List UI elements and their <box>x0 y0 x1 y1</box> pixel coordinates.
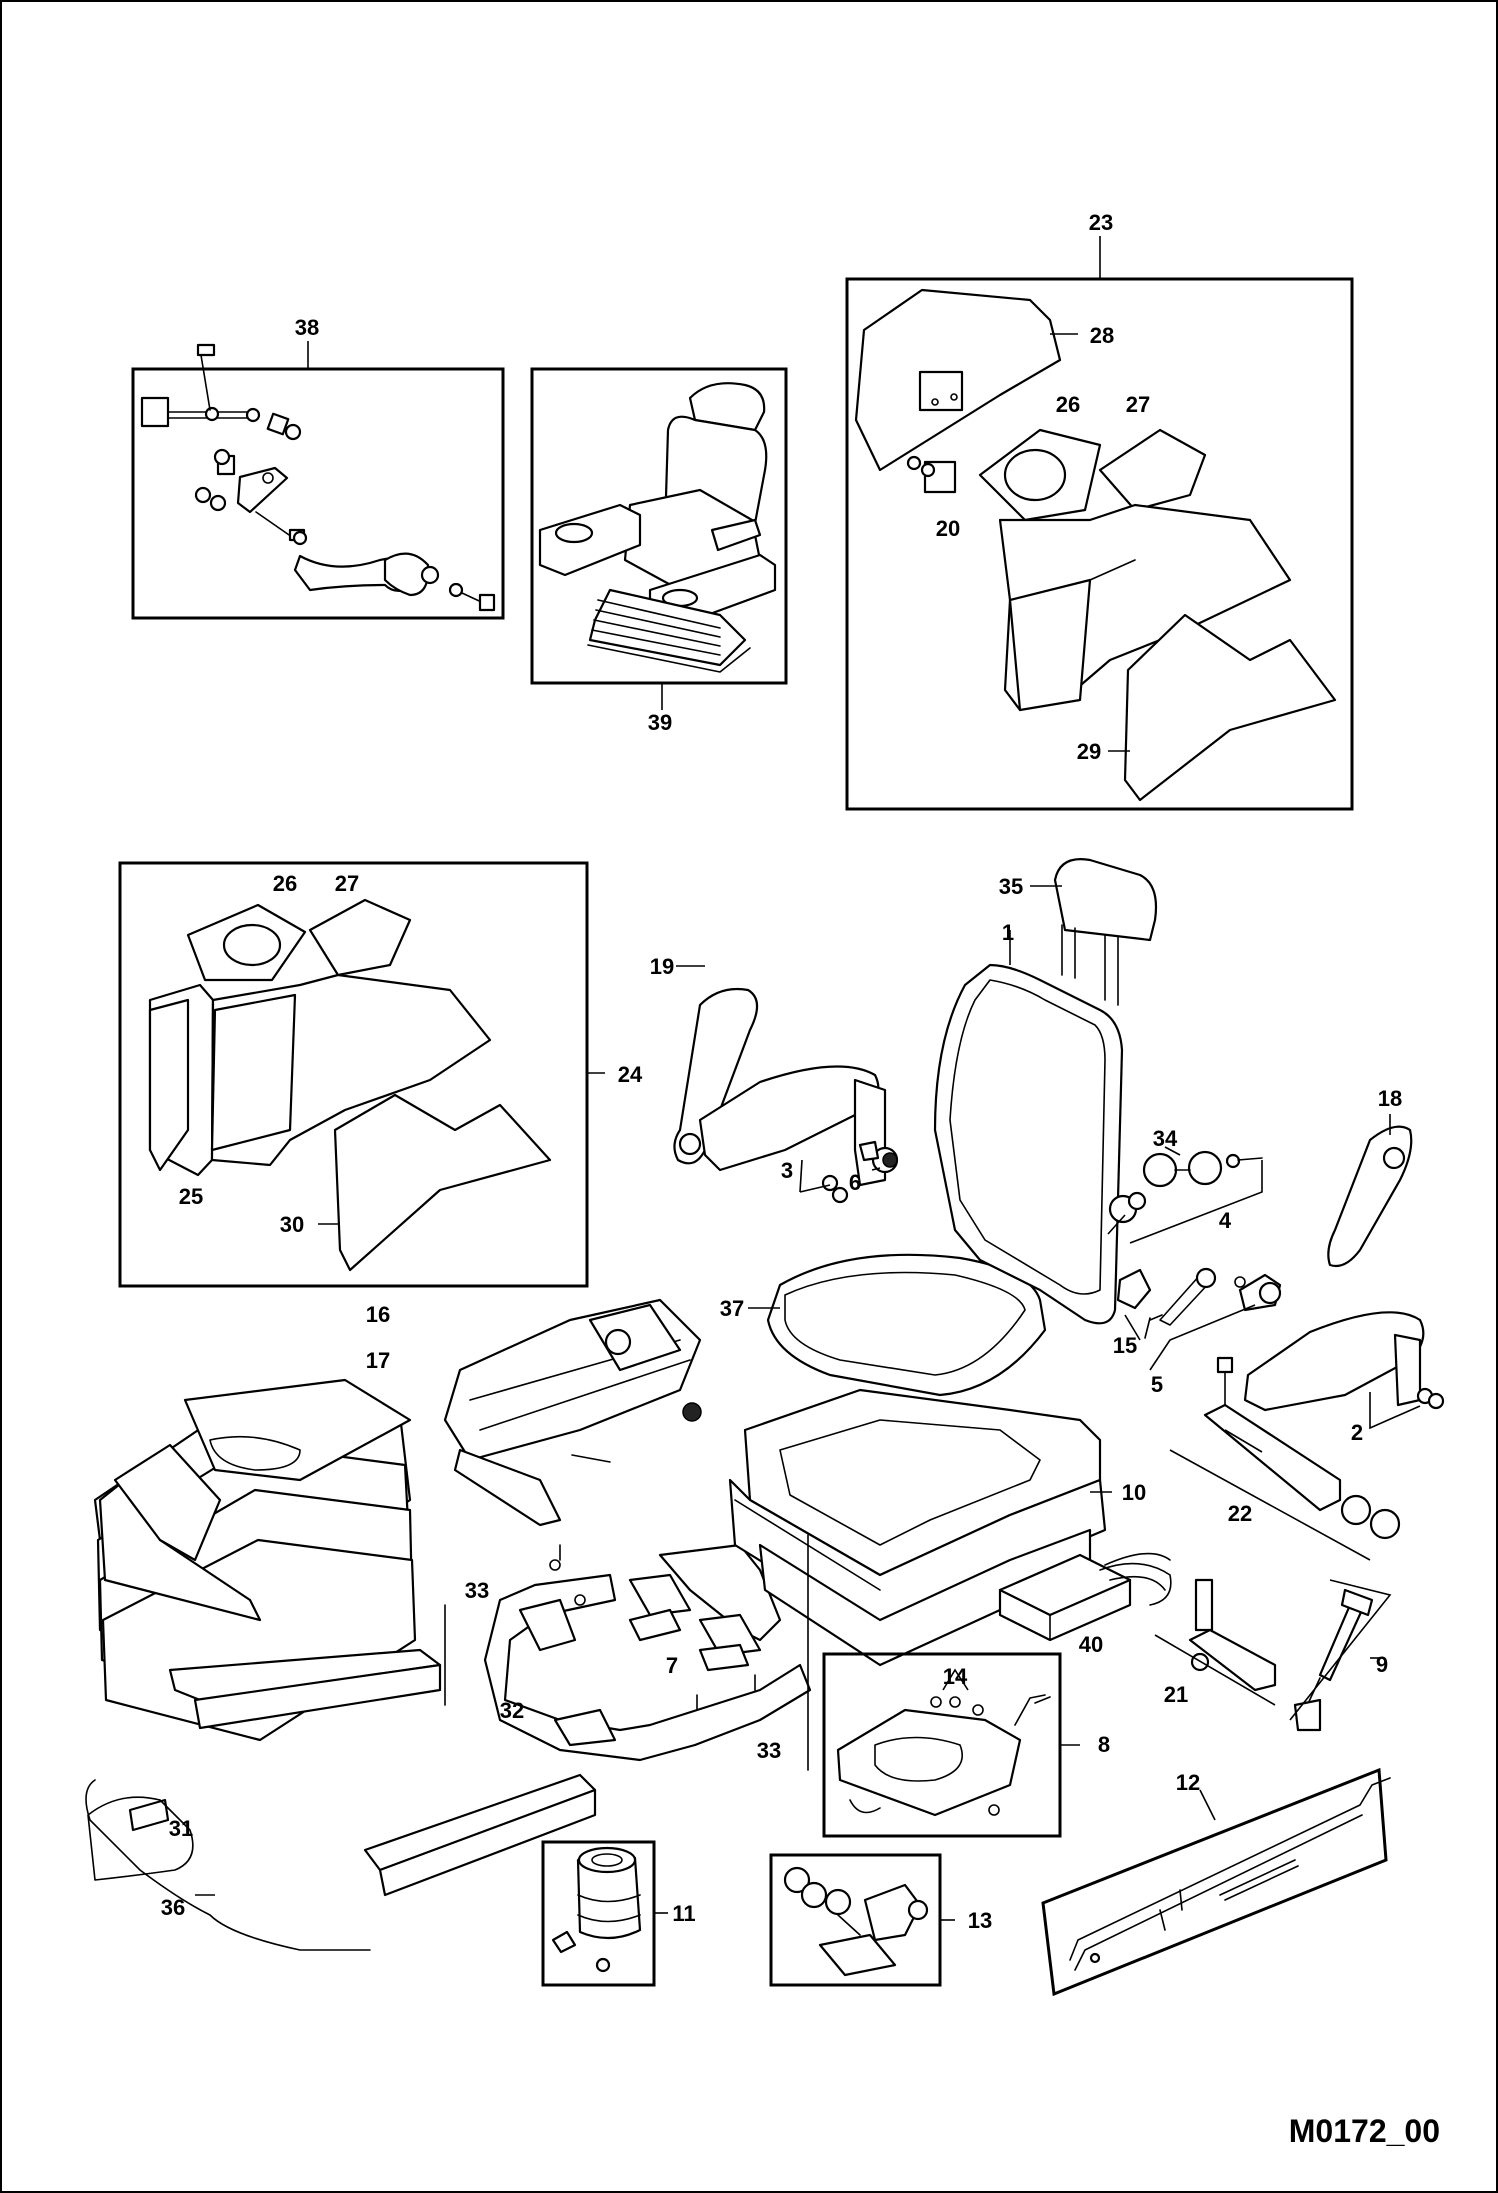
part-25-side-panel <box>148 998 190 1172</box>
callout-35: 35 <box>999 874 1023 899</box>
callout-21: 21 <box>1164 1682 1188 1707</box>
part-22-shaft <box>1169 1356 1401 1561</box>
callout-29: 29 <box>1077 739 1101 764</box>
part-32-33-seat-bracket <box>483 1544 812 1762</box>
box-cable-rod <box>1041 1767 1391 1997</box>
slide-rails <box>85 1604 597 1951</box>
frame-upholstery-set-left <box>118 861 589 1288</box>
part-16-17-scissor-mechanism <box>443 1298 702 1527</box>
part-6-knob <box>858 1140 899 1174</box>
callout-23: 23 <box>1089 210 1113 235</box>
callout-27-right: 27 <box>1126 392 1150 417</box>
callout-9: 9 <box>1376 1652 1388 1677</box>
callout-labels: 1 2 3 4 5 6 7 8 9 10 11 12 13 14 15 16 1… <box>161 210 1402 1933</box>
part-27-pad-left <box>308 898 412 977</box>
callout-11: 11 <box>672 1901 695 1926</box>
callout-37: 37 <box>720 1296 744 1321</box>
callout-18: 18 <box>1378 1086 1402 1111</box>
callout-13: 13 <box>968 1908 992 1933</box>
callout-34: 34 <box>1153 1126 1178 1151</box>
callout-14: 14 <box>943 1664 968 1689</box>
part-27-pad-right <box>1098 428 1207 512</box>
callout-2: 2 <box>1351 1420 1363 1445</box>
callout-28: 28 <box>1090 323 1114 348</box>
callout-15: 15 <box>1113 1333 1137 1358</box>
seat-assembly-drawing <box>538 382 777 673</box>
part-35-headrest <box>1030 858 1158 1006</box>
callout-19: 19 <box>650 954 674 979</box>
part-34-lumbar-adjuster <box>1107 1146 1263 1244</box>
part-5-15-lever-set <box>1116 1267 1282 1371</box>
callout-5: 5 <box>1151 1372 1163 1397</box>
frame-complete-seat <box>530 367 788 685</box>
callout-16: 16 <box>366 1302 390 1327</box>
callout-24: 24 <box>618 1062 643 1087</box>
box-complete-seat <box>530 367 788 710</box>
callout-3: 3 <box>781 1158 793 1183</box>
callout-27-left: 27 <box>335 871 359 896</box>
callout-26-right: 26 <box>1056 392 1080 417</box>
callout-22: 22 <box>1228 1501 1252 1526</box>
callout-20: 20 <box>936 516 960 541</box>
part-21-9-gas-spring <box>1154 1578 1392 1732</box>
box-air-spring <box>541 1840 668 1987</box>
callout-30: 30 <box>280 1212 304 1237</box>
callout-38: 38 <box>295 315 319 340</box>
part-37-seat-cushion <box>748 1253 1047 1397</box>
callout-8: 8 <box>1098 1732 1110 1757</box>
part-2-armrest-right <box>1243 1311 1445 1430</box>
callout-4: 4 <box>1219 1208 1232 1233</box>
frame-seat-belt-kit <box>131 367 505 620</box>
callout-32: 32 <box>500 1698 524 1723</box>
part-7-side-pads <box>628 1543 782 1672</box>
callout-33-lower: 33 <box>757 1738 781 1763</box>
callout-10: 10 <box>1122 1480 1146 1505</box>
part-29-side-panel <box>1123 613 1337 802</box>
callout-25: 25 <box>179 1184 203 1209</box>
box-compressor <box>769 1853 955 1987</box>
callout-7: 7 <box>666 1653 678 1678</box>
box-upholstery-set-left <box>118 861 605 1288</box>
drawing-code: M0172_00 <box>1289 2113 1440 2149</box>
callout-12: 12 <box>1176 1770 1200 1795</box>
callout-31: 31 <box>169 1816 193 1841</box>
callout-33-upper: 33 <box>465 1578 489 1603</box>
part-18-armrest-cover-right <box>1327 1114 1413 1268</box>
callout-1: 1 <box>1002 920 1014 945</box>
part-30-side-panel <box>333 1093 552 1272</box>
belt-buckle-parts <box>140 343 496 612</box>
callout-6: 6 <box>849 1170 861 1195</box>
box-electronics-plate <box>822 1652 1080 1838</box>
callout-26-left: 26 <box>273 871 297 896</box>
box-upholstery-set-right <box>845 236 1354 811</box>
callout-36: 36 <box>161 1895 185 1920</box>
part-40-control-unit <box>998 1552 1172 1642</box>
callout-40: 40 <box>1079 1632 1103 1657</box>
frame-cable-rod <box>1041 1767 1388 1997</box>
part-10-seat-pan <box>728 1388 1112 1771</box>
callout-17: 17 <box>366 1348 390 1373</box>
box-seat-belt-kit <box>131 341 505 620</box>
part-1-backrest <box>933 930 1124 1325</box>
callout-39: 39 <box>648 710 672 735</box>
